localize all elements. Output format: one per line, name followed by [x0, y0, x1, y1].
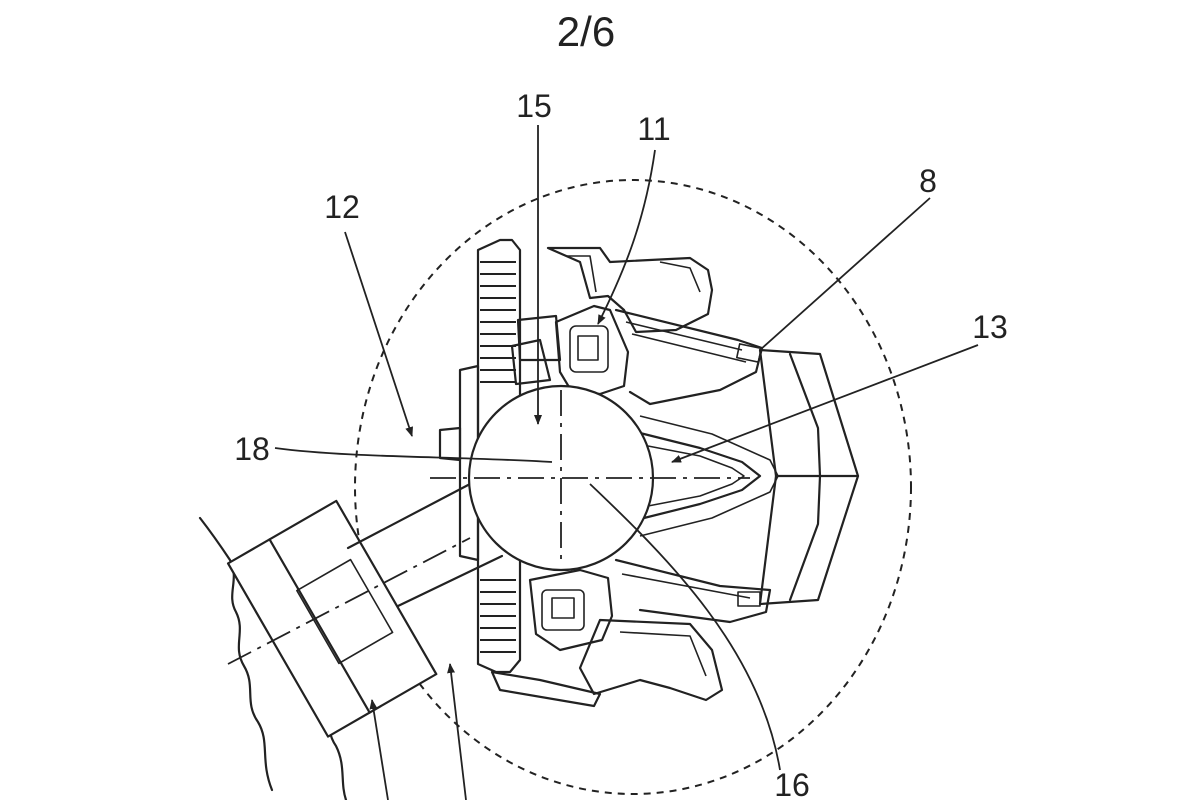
leader-11: [597, 149, 656, 325]
connecting-shaft: [346, 482, 504, 608]
arrow-lower-left-1: [369, 699, 389, 800]
leader-lines: [274, 125, 979, 800]
flange-fins: [480, 261, 516, 653]
dashed-boundary-circle: [354, 179, 912, 795]
ref-label-13: 13: [972, 309, 1008, 345]
arrow-lower-left-2: [447, 663, 467, 800]
device-housing: [438, 238, 860, 708]
reference-numerals: 15 11 8 12 13 18 16: [234, 88, 1008, 800]
ref-label-18: 18: [234, 431, 270, 467]
ref-label-8: 8: [919, 163, 937, 199]
leader-13: [671, 344, 979, 463]
mounting-block: [226, 499, 438, 738]
ref-label-15: 15: [516, 88, 552, 124]
leader-8: [759, 197, 931, 351]
page-number: 2/6: [557, 8, 615, 55]
leader-18: [274, 447, 553, 463]
ref-label-16: 16: [774, 767, 810, 800]
leader-12: [344, 231, 413, 437]
leader-16: [589, 483, 781, 771]
ref-label-11: 11: [637, 111, 670, 147]
center-lines: [227, 390, 750, 665]
ref-label-12: 12: [324, 189, 360, 225]
